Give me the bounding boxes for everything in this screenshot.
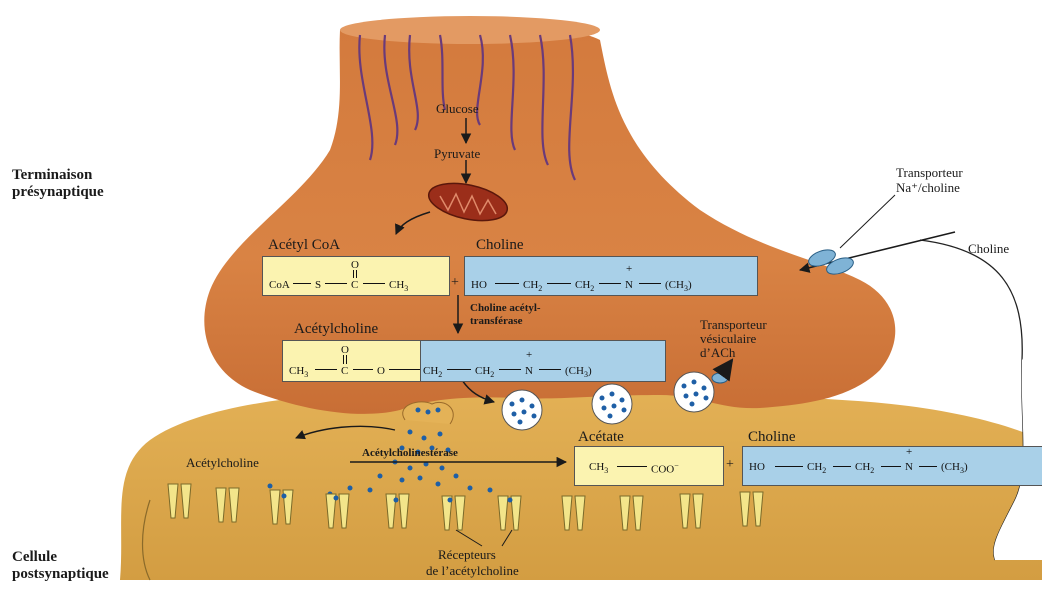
choline-acetyltransferase-1: Choline acétyl- [470,303,541,314]
transporter-na-label-1: Transporteur [896,166,963,179]
acetyl-coa-formula: CoA S C O CH3 [262,256,450,296]
s-text: S [315,279,321,291]
terminal-top-cap [340,16,600,44]
choline-acetyltransferase-2: transférase [470,316,523,327]
postsynaptic-label-1: Cellule [12,550,57,565]
presynaptic-label-1: Terminaison [12,168,92,183]
transporter-na-label-2: Na⁺/choline [896,181,960,194]
choline-top-label: Choline [476,238,524,253]
acetyl-coa-label: Acétyl CoA [268,238,340,253]
pyruvate-label: Pyruvate [434,147,480,160]
plus-top: + [451,276,459,290]
acetylcholine-acyl-part: CH3 C O O [282,340,422,382]
glucose-label: Glucose [436,102,479,115]
choline-bottom-label: Choline [748,430,796,445]
c-text: C [351,279,358,291]
choline-formula: HO CH2 CH2 N + (CH3) [464,256,758,296]
ho-text: HO [471,279,487,291]
choline-bottom-formula: HO CH2 CH2 N + (CH3) [742,446,1042,486]
transporter-ves-label-2: vésiculaire [700,332,756,345]
presynaptic-label-2: présynaptique [12,185,104,200]
arrow-transporter-label [840,195,895,248]
postsynaptic-label-2: postsynaptique [12,567,109,582]
acetate-formula: CH3 COO− [574,446,724,486]
receptors-label-1: Récepteurs [438,548,496,561]
receptors-label-2: de l’acétylcholine [426,564,519,577]
ch3-text: CH3 [389,279,408,293]
choline-right-label: Choline [968,242,1009,255]
acetate-label: Acétate [578,430,624,445]
acetylcholinesterase-label: Acétylcholinestérase [362,448,458,459]
acetylcholine-choline-part: CH2 CH2 N + (CH3) [420,340,666,382]
transporter-ves-label-3: d’ACh [700,346,735,359]
acetylcholine-top-label: Acétylcholine [294,322,378,337]
plus-bottom: + [726,458,734,472]
coa-text: CoA [269,279,290,291]
transporter-ves-label-1: Transporteur [700,318,767,331]
acetylcholine-cleft-label: Acétylcholine [186,456,259,469]
